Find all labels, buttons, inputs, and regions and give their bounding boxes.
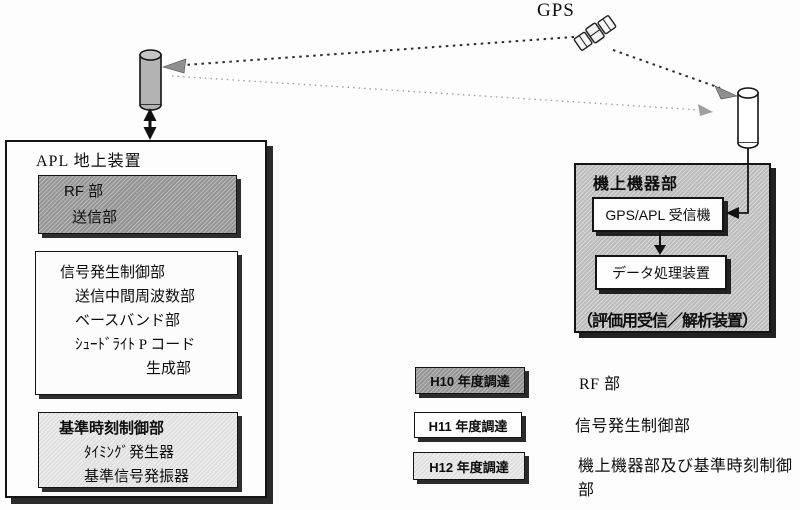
- gps-apl-receiver-label: GPS/APL 受信機: [605, 206, 711, 223]
- data-processor-label: データ処理装置: [612, 264, 710, 281]
- apl-ground-to-airborne-line: [171, 75, 713, 116]
- time-control-box: 基準時刻制御部 ﾀｲﾐﾝｸﾞ発生器 基準信号発振器: [38, 412, 238, 488]
- legend-chip-h10: H10 年度調達: [415, 367, 525, 394]
- legend-label-signal: 信号発生制御部: [575, 418, 691, 435]
- ground-antenna-link-arrow: [143, 108, 157, 140]
- signal-box-line5: 生成部: [146, 361, 192, 377]
- gps-satellite-label: GPS: [537, 0, 575, 21]
- signal-box-line4: ｼｭｰﾄﾞﾗｲﾄ P コード: [75, 337, 196, 353]
- legend-label-airborne-time: 機上機器部及び基準時刻制御部: [578, 458, 793, 499]
- time-box-line3: 基準信号発振器: [84, 469, 190, 485]
- signal-box-line2: 送信中間周波数部: [75, 289, 196, 305]
- legend-label-rf: RF 部: [579, 376, 621, 393]
- legend-chip-h11: H11 年度調達: [414, 412, 522, 438]
- signal-box-line1: 信号発生制御部: [60, 265, 166, 281]
- gps-to-airborne-signal-line: [612, 49, 738, 100]
- ground-antenna-icon: [139, 49, 162, 111]
- legend-chip-h10-label: H10 年度調達: [430, 374, 510, 389]
- airborne-equipment-panel: [574, 163, 771, 333]
- time-box-line1: 基準時刻制御部: [59, 421, 165, 437]
- airborne-antenna-icon: [737, 87, 759, 149]
- data-processor-box: データ処理装置: [595, 255, 727, 290]
- gps-to-ground-signal-line: [162, 36, 575, 74]
- signal-box-line3: ベースバンド部: [75, 313, 181, 329]
- rf-section-line1: RF 部: [64, 183, 104, 200]
- gps-satellite-icon: [573, 15, 617, 51]
- rf-section-box: RF 部 送信部: [38, 175, 237, 234]
- legend-chip-h12: H12 年度調達: [413, 452, 525, 480]
- signal-generation-box: 信号発生制御部 送信中間周波数部 ベースバンド部 ｼｭｰﾄﾞﾗｲﾄ P コード …: [35, 251, 238, 395]
- airborne-panel-title: 機上機器部: [593, 176, 679, 193]
- legend-chip-h12-label: H12 年度調達: [429, 459, 509, 475]
- time-box-line2: ﾀｲﾐﾝｸﾞ発生器: [84, 445, 175, 461]
- airborne-caption: （評価用受信／解析装置）: [577, 313, 758, 330]
- legend-chip-h11-label: H11 年度調達: [428, 418, 508, 434]
- ground-panel-title: APL 地上装置: [36, 153, 142, 170]
- gps-apl-receiver-box: GPS/APL 受信機: [592, 197, 724, 232]
- rf-section-line2: 送信部: [72, 209, 118, 226]
